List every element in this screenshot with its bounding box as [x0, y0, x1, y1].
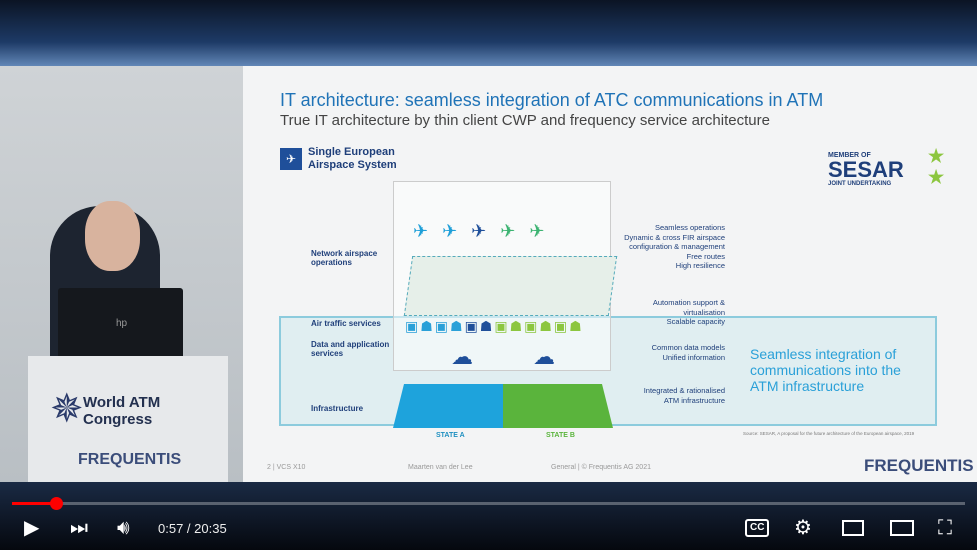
presentation-slide: IT architecture: seamless integration of… [243, 66, 977, 482]
state-b-infrastructure [503, 384, 613, 428]
play-icon[interactable]: ▶ [24, 517, 40, 539]
next-icon[interactable]: ⏭ [70, 517, 88, 539]
state-a-infrastructure [393, 384, 503, 428]
sesar-logo: MEMBER OF SESAR JOINT UNDERTAKING ★★ [828, 146, 944, 187]
miniplayer-icon[interactable] [842, 520, 864, 536]
footer-copyright: General | © Frequentis AG 2021 [551, 464, 651, 471]
laptop-logo: hp [116, 318, 128, 329]
congress-star-icon: ✵ [50, 387, 84, 431]
player-controls-bar [0, 482, 977, 550]
progress-fill [12, 502, 56, 505]
cloud-server-icon: ☁ [533, 344, 555, 369]
right-label: Common data models [651, 343, 725, 352]
fullscreen-icon[interactable]: ⛶ [938, 517, 952, 539]
label-network: Network airspace operations [311, 249, 378, 267]
sesar-ju: JOINT UNDERTAKING [828, 181, 892, 187]
cloud-server-icon: ☁ [451, 344, 473, 369]
captions-icon[interactable]: CC [745, 519, 770, 537]
volume-icon[interactable]: 🔊︎ [117, 517, 130, 539]
slide-subtitle: True IT architecture by thin client CWP … [280, 112, 770, 129]
right-label: Seamless operations [654, 223, 725, 232]
callout-text: Seamless integration of communications i… [750, 346, 901, 394]
footer-page: 2 | VCS X10 [267, 464, 306, 471]
controller-icons: ▣☗▣☗▣☗▣☗▣☗▣☗ [405, 318, 584, 334]
laptop: hp [58, 288, 183, 368]
speaker-video-panel: hp ✵ World ATM Congress FREQUENTIS [0, 66, 243, 486]
settings-icon[interactable]: ⚙ [794, 517, 812, 539]
right-label: ATM infrastructure [663, 395, 725, 405]
label-ats: Air traffic services [311, 319, 381, 328]
right-label: Automation support & [652, 298, 725, 307]
right-label: Dynamic & cross FIR airspace [624, 232, 725, 242]
ses-logo-text: Single European Airspace System [308, 146, 397, 171]
right-label: Unified information [662, 352, 725, 362]
footer-author: Maarten van der Lee [408, 464, 473, 471]
slide-title: IT architecture: seamless integration of… [280, 90, 824, 110]
right-label: Integrated & rationalised [643, 386, 725, 395]
congress-logo: World ATM Congress [83, 394, 161, 428]
source-note: Source: SESAR, A proposal for the future… [743, 431, 915, 436]
video-background-space [0, 0, 977, 70]
right-label: configuration & management [629, 242, 725, 251]
progress-bar[interactable] [12, 497, 965, 510]
podium: ✵ World ATM Congress FREQUENTIS [28, 356, 228, 486]
sesar-text: SESAR [828, 157, 904, 182]
label-infrastructure: Infrastructure [311, 404, 364, 413]
podium-brand: FREQUENTIS [78, 451, 182, 468]
theater-icon[interactable] [890, 520, 914, 536]
scrubber-handle[interactable] [49, 497, 63, 510]
airspace-grid [403, 256, 618, 316]
frequentis-logo: FREQUENTIS [864, 456, 974, 475]
ses-logo: ✈ Single European Airspace System [280, 146, 438, 172]
sesar-member: MEMBER OF [828, 152, 871, 159]
right-label: virtualisation [683, 307, 725, 317]
time-display: 0:57 / 20:35 [158, 521, 227, 536]
right-label: Scalable capacity [666, 317, 725, 326]
state-b-label: STATE B [546, 432, 575, 439]
state-a-label: STATE A [436, 432, 465, 439]
right-label: Free routes [686, 251, 725, 261]
star-icon: ★★ [928, 146, 945, 187]
right-label: High resilience [675, 261, 725, 270]
eu-flag-icon: ✈ [280, 148, 302, 170]
speaker-head [85, 201, 140, 271]
label-data: Data and application services [311, 340, 390, 358]
aircraft-icons: ✈✈✈✈✈ [413, 221, 559, 241]
